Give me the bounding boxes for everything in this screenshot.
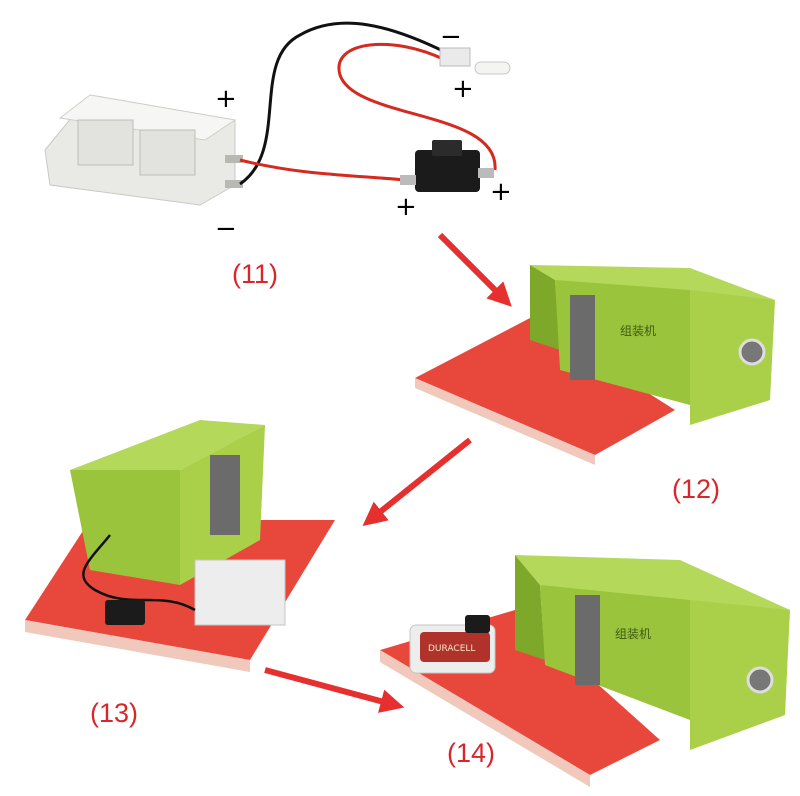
step-label-12: (12) <box>672 474 720 504</box>
plus-sign: + <box>395 192 417 222</box>
led <box>439 47 511 75</box>
step-label-13: (13) <box>90 698 138 728</box>
plus-sign: + <box>452 74 474 104</box>
battery-brand: DURACELL <box>428 644 475 654</box>
plus-sign: + <box>215 84 237 114</box>
step-label-11: (11) <box>232 259 278 289</box>
push-switch <box>400 140 494 192</box>
minus-sign: − <box>215 214 237 244</box>
arrow-11-to-12 <box>437 232 512 307</box>
box-label: 组装机 <box>620 324 656 338</box>
step-14-final: DURACELL 组装机 <box>380 555 790 787</box>
battery-holder <box>44 94 243 206</box>
step-label-14: (14) <box>447 738 495 768</box>
box-label: 组装机 <box>615 627 651 641</box>
arrow-12-to-13 <box>362 437 472 526</box>
plus-sign: + <box>490 177 512 207</box>
minus-sign: − <box>440 22 462 52</box>
arrow-13-to-14 <box>264 667 405 713</box>
black-wire <box>239 21 446 186</box>
red-wire-top <box>337 42 497 171</box>
red-wire-bottom <box>239 158 406 182</box>
step-12-box-on-base: 组装机 <box>415 265 775 465</box>
step-13-assembly: (13) <box>25 420 335 728</box>
step-11-wiring: + − − + + + (11) <box>44 21 512 289</box>
